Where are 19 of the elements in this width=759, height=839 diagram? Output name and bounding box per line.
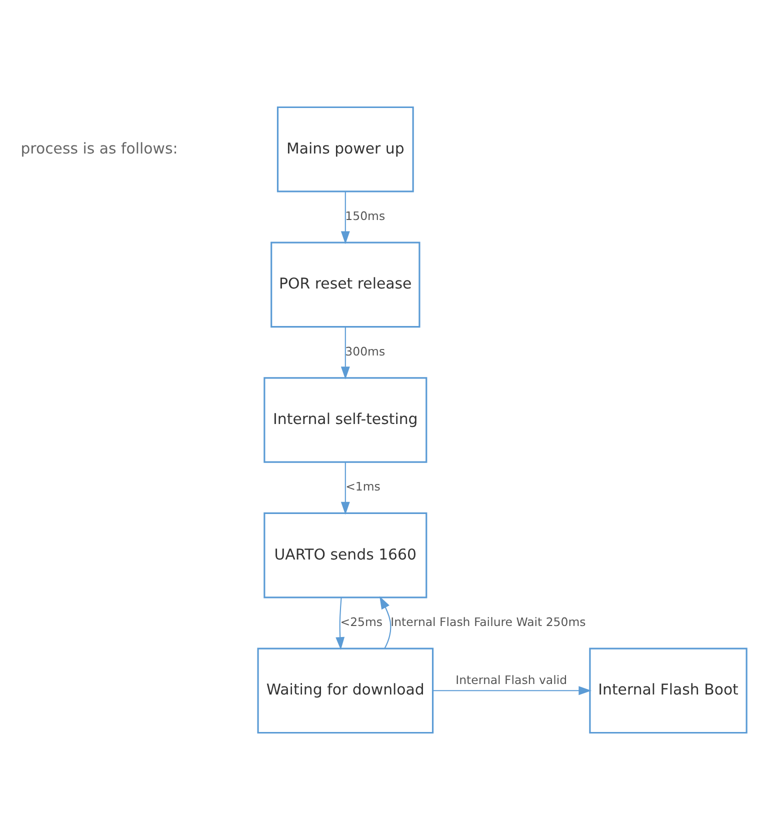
arrow <box>433 686 592 695</box>
edge-label: Internal Flash Failure Wait 250ms <box>390 614 586 628</box>
node-box: POR reset release <box>270 241 420 328</box>
node-box: Internal Flash Boot <box>589 647 748 734</box>
edge-label: 150ms <box>345 208 386 222</box>
node-box: Mains power up <box>276 106 414 192</box>
arrow <box>336 596 345 650</box>
label: process is as follows: <box>20 138 178 157</box>
arrow <box>340 462 350 514</box>
edge-label: 300ms <box>345 344 386 358</box>
arrow <box>340 326 350 379</box>
arrow <box>340 190 350 244</box>
node-box: UARTO sends 1660 <box>264 512 428 598</box>
node-box: Waiting for download <box>257 647 434 734</box>
edge-label: Internal Flash valid <box>456 672 568 687</box>
edge-label: <25ms <box>340 614 383 628</box>
arrow <box>380 596 392 648</box>
node-box: Internal self-testing <box>264 376 428 462</box>
edge-label: <1ms <box>346 479 380 494</box>
